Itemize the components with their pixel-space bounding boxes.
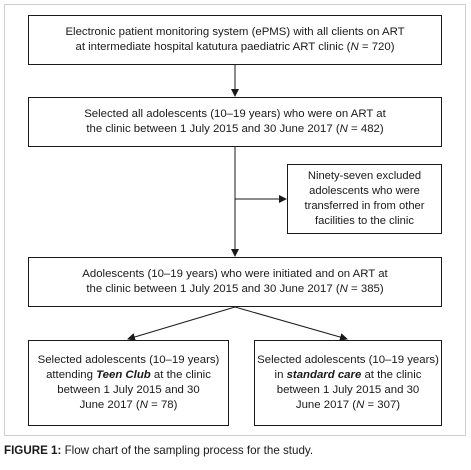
box-excluded-line3: transferred in from other bbox=[304, 200, 425, 212]
box-teen-club-line1: Selected adolescents (10–19 years) bbox=[37, 354, 220, 366]
box-all-clients: Electronic patient monitoring system (eP… bbox=[28, 15, 442, 65]
box-excluded-line1: Ninety-seven excluded bbox=[307, 170, 422, 182]
box-excluded-line4: facilities to the clinic bbox=[315, 215, 414, 227]
box-standard-care-line2: in standard care at the clinic bbox=[274, 369, 422, 381]
box-teen-club: Selected adolescents (10–19 years) atten… bbox=[28, 340, 229, 426]
box-all-clients-line1: Electronic patient monitoring system (eP… bbox=[65, 26, 405, 38]
box-standard-care-line4: June 2017 (N = 307) bbox=[295, 399, 401, 411]
arrow-box4-to-box6 bbox=[234, 306, 348, 341]
box-selected-line1: Selected all adolescents (10–19 years) w… bbox=[84, 108, 386, 120]
figure-frame bbox=[4, 4, 466, 436]
box-standard-care: Selected adolescents (10–19 years) in st… bbox=[254, 340, 442, 426]
box-initiated-line2: the clinic between 1 July 2015 and 30 Ju… bbox=[86, 283, 384, 295]
box-teen-club-line2: attending Teen Club at the clinic bbox=[46, 369, 211, 381]
box-excluded: Ninety-seven excluded adolescents who we… bbox=[287, 164, 442, 234]
box-teen-club-line4: June 2017 (N = 78) bbox=[79, 399, 178, 411]
box-standard-care-line3: between 1 July 2015 and 30 bbox=[276, 384, 420, 396]
box-selected-line2: the clinic between 1 July 2015 and 30 Ju… bbox=[86, 123, 384, 135]
box-excluded-line2: adolescents who were bbox=[309, 185, 420, 197]
box-selected-adolescents: Selected all adolescents (10–19 years) w… bbox=[28, 97, 442, 147]
box-all-clients-line2: at intermediate hospital katutura paedia… bbox=[75, 41, 395, 53]
arrow-box4-to-box5 bbox=[127, 306, 236, 341]
caption-text: Flow chart of the sampling process for t… bbox=[61, 444, 314, 457]
box-teen-club-line3: between 1 July 2015 and 30 bbox=[57, 384, 200, 396]
box-standard-care-line1: Selected adolescents (10–19 years) bbox=[257, 354, 439, 366]
caption-label: FIGURE 1: bbox=[4, 444, 62, 457]
figure-caption: FIGURE 1: Flow chart of the sampling pro… bbox=[4, 444, 313, 457]
box-initiated: Adolescents (10–19 years) who were initi… bbox=[28, 257, 442, 307]
box-initiated-line1: Adolescents (10–19 years) who were initi… bbox=[82, 268, 388, 280]
